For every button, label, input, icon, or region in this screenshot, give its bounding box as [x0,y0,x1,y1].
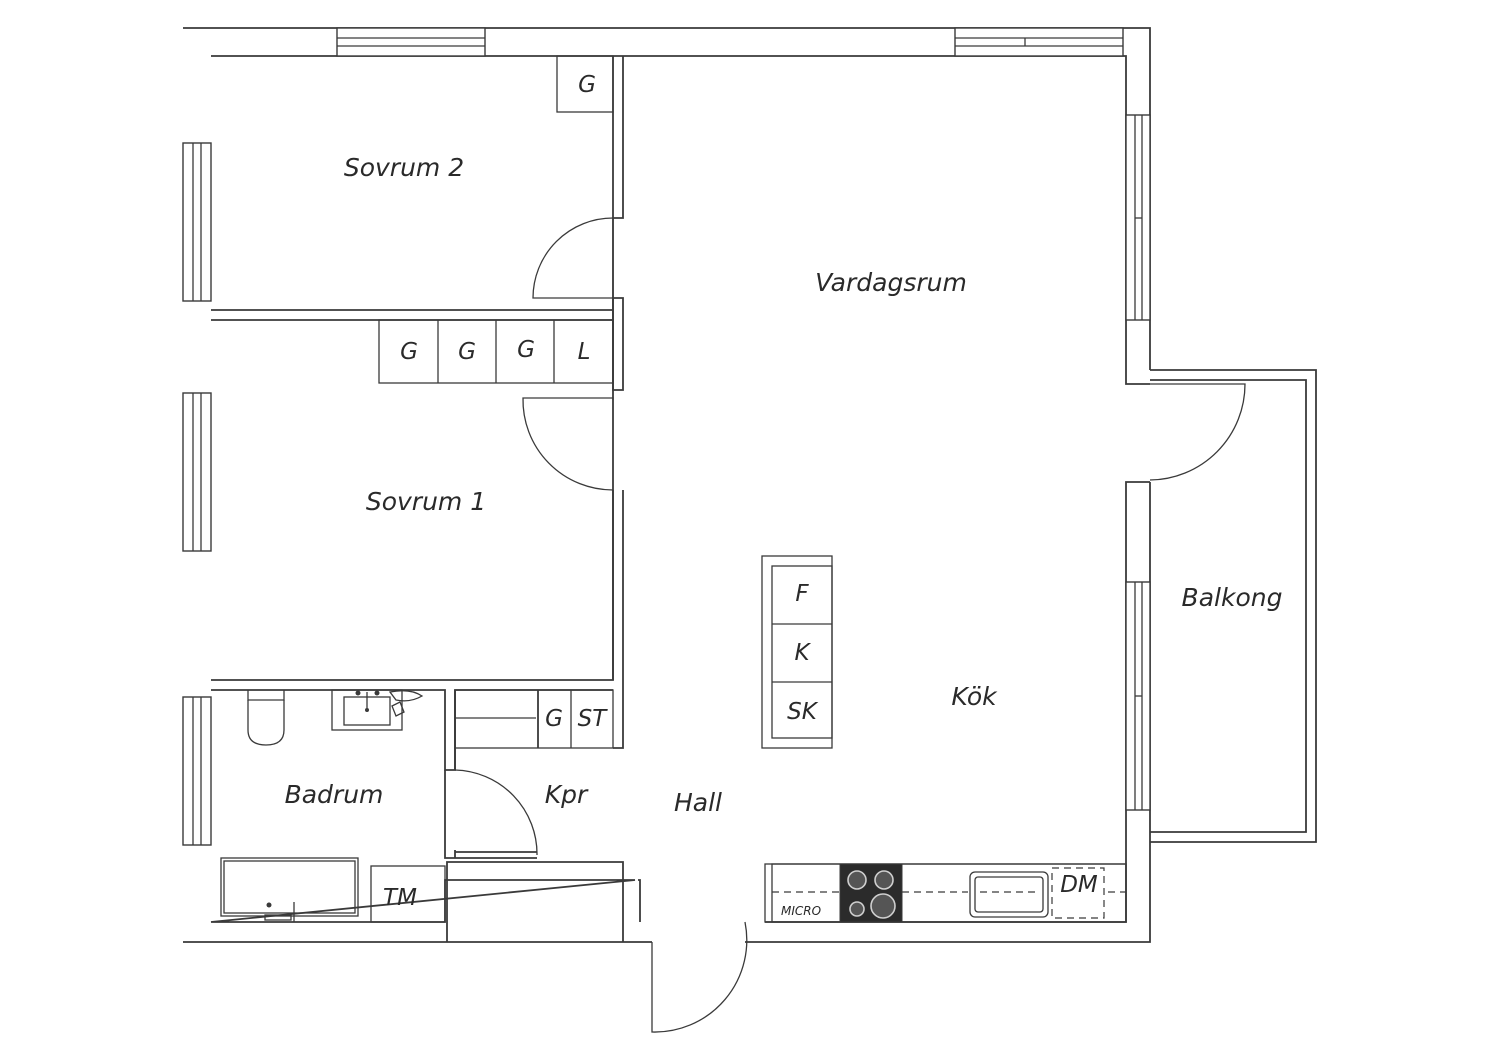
bathroom-fixtures: TM [220,689,446,923]
dishwasher-label: DM [1060,872,1098,898]
hall-storage-label-g: G [545,706,563,732]
wardrobe-label-2: G [458,339,476,365]
dishwasher [1051,867,1105,919]
room-label-sovrum1: Sovrum 1 [366,487,486,516]
microwave-label: MICRO [781,904,821,918]
washbasin [331,689,403,731]
wardrobes-sovrum1: G G G L [378,319,614,384]
room-label-balkong: Balkong [1182,583,1283,612]
hall-storage: G ST [454,689,614,749]
door-swing-sovrum1 [522,397,614,491]
door-swing-entrance [651,921,748,1033]
room-labels: Sovrum 2 Sovrum 1 Vardagsrum Kök Balkong… [285,153,1283,817]
toilet [247,690,285,701]
room-label-hall: Hall [674,788,722,817]
sink [969,871,1049,918]
wardrobe-sovrum2: G [556,55,614,113]
washing-machine-label: TM [383,885,417,911]
wardrobe-label-4: L [578,339,591,365]
wardrobe-sovrum2-label: G [578,72,596,98]
door-swing-sovrum2 [532,217,614,299]
room-label-kok: Kök [951,682,998,711]
kitchen-counter: MICRO DM [764,863,1127,923]
wardrobe-label-1: G [400,339,418,365]
island-label-k: K [794,640,811,666]
wardrobe-label-3: G [517,337,535,363]
bathtub [220,857,359,917]
door-swing-badrum [454,769,538,856]
windows [182,27,1151,846]
room-label-vardagsrum: Vardagsrum [815,268,967,297]
kitchen-island: F K SK [761,555,833,749]
room-label-sovrum2: Sovrum 2 [344,153,464,182]
room-label-badrum: Badrum [285,780,384,809]
doors [454,217,1246,1033]
door-swing-balkong [1149,383,1246,481]
room-label-kpr: Kpr [545,780,589,809]
balcony [1150,369,1317,843]
island-label-sk: SK [787,699,819,725]
washing-machine [370,865,446,923]
hall-storage-label-st: ST [578,706,609,732]
island-label-f: F [795,581,809,607]
